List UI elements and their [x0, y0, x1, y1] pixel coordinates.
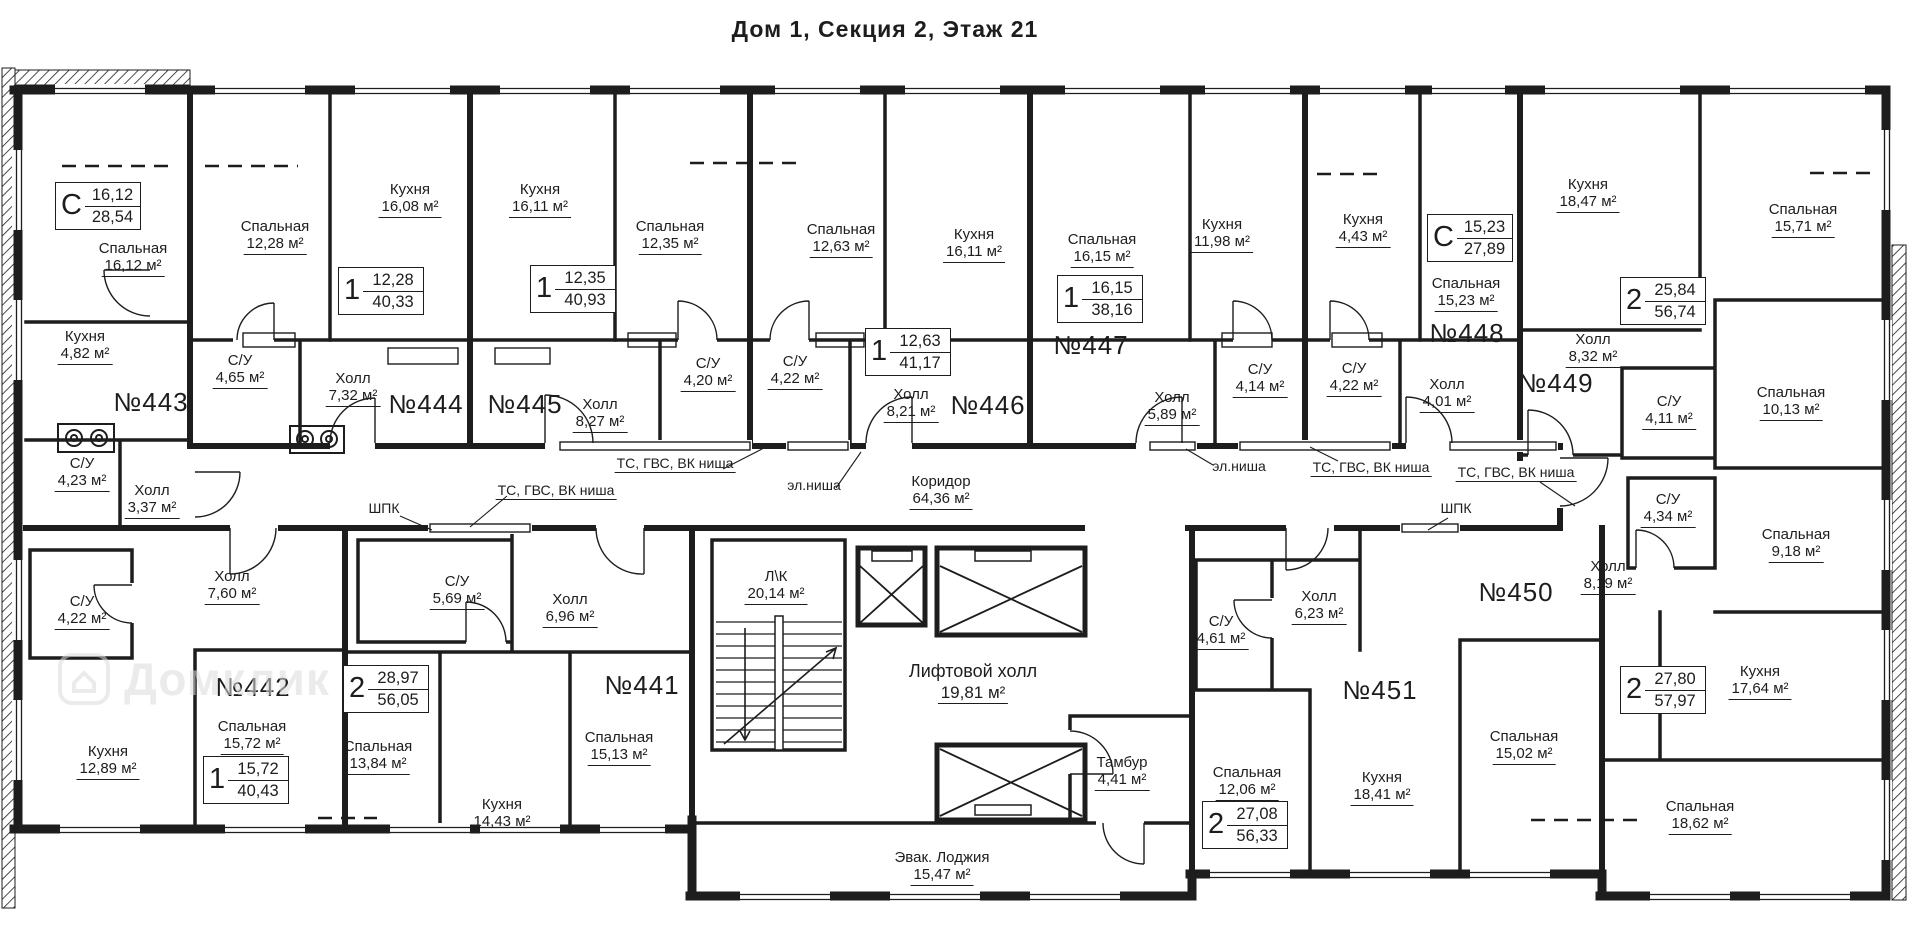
stove-icon [57, 423, 345, 454]
ts-gvs-vk-niche-label: ТС, ГВС, ВК ниша [1310, 459, 1432, 478]
apartment-number: №448 [1429, 318, 1505, 348]
leader-lines [399, 446, 1576, 531]
apartment-number: №444 [388, 389, 464, 419]
door-arcs [93, 269, 1675, 865]
apartment-number: №449 [1518, 368, 1594, 398]
apartment-number: №446 [950, 390, 1026, 420]
stairs-icon [716, 615, 842, 751]
watermark: Домклик [58, 652, 330, 706]
page-title: Дом 1, Секция 2, Этаж 21 [731, 16, 1039, 42]
ts-gvs-vk-niche-label: ТС, ГВС, ВК ниша [495, 482, 617, 501]
watermark-text: Домклик [124, 653, 330, 705]
elevator-shafts [855, 545, 1088, 823]
ts-gvs-vk-niche-label: ТС, ГВС, ВК ниша [614, 455, 736, 474]
dashed-lines [62, 161, 1870, 822]
electrical-niche-label: эл.ниша [787, 477, 841, 493]
domclick-logo-icon [58, 653, 110, 705]
apartment-number: №450 [1478, 577, 1554, 607]
shpk-label: ШПК [1440, 500, 1472, 516]
apartment-number: №442 [215, 672, 291, 702]
electrical-niche-label: эл.ниша [1212, 458, 1266, 474]
apartment-number: №443 [113, 387, 189, 417]
apartment-number: №441 [604, 670, 680, 700]
shpk-label: ШПК [368, 500, 400, 516]
ts-gvs-vk-niche-label: ТС, ГВС, ВК ниша [1455, 464, 1577, 483]
apartment-number: №447 [1053, 330, 1129, 360]
apartment-number: №451 [1342, 675, 1418, 705]
apartment-number: №445 [487, 389, 563, 419]
